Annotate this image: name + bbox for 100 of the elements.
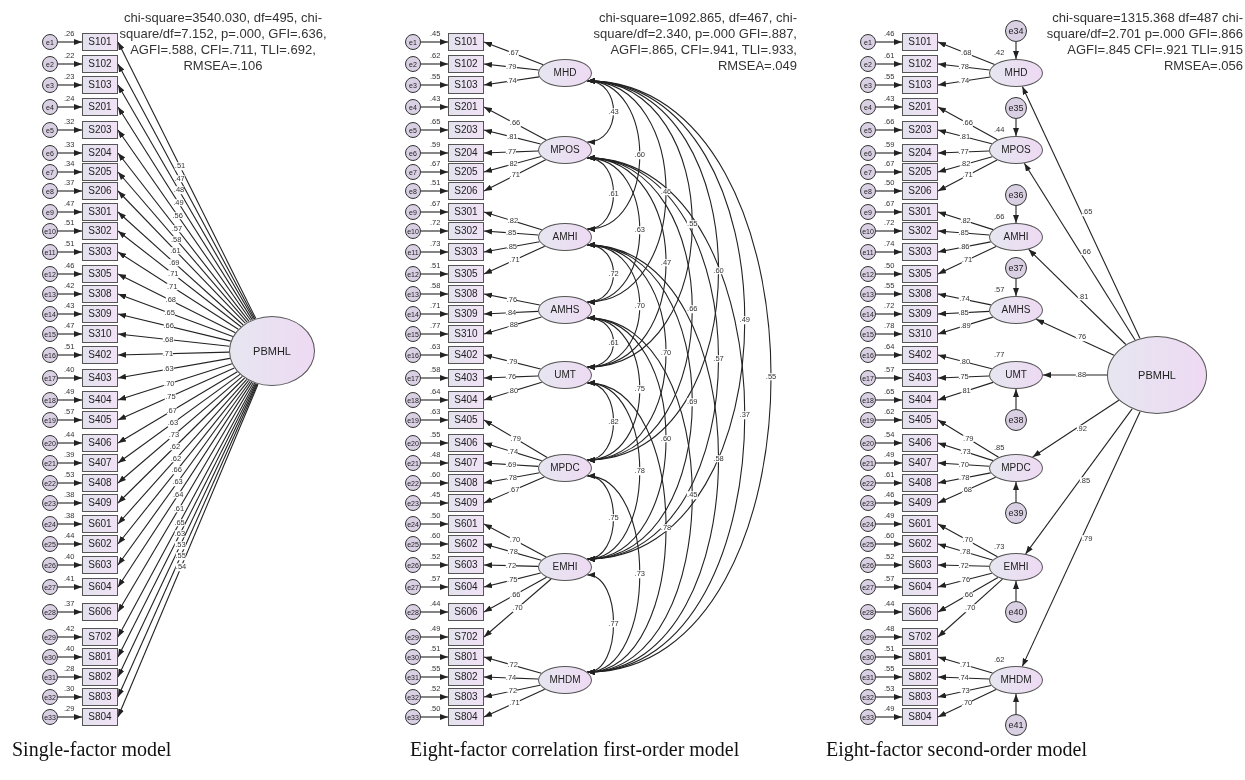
arrow [483,578,552,638]
arrow [420,82,449,88]
indicator-box: S201 [902,98,938,116]
indicator-box: S601 [902,515,938,533]
factor-ellipse: AMHS [989,296,1043,324]
indicator-box: S802 [448,668,484,686]
arrow [937,149,990,156]
indicator-box: S408 [902,474,938,492]
indicator-box: S206 [82,182,118,200]
indicator-box: S405 [82,411,118,429]
arrow [875,609,903,615]
error-circle: e35 [1005,97,1027,119]
error-circle: e37 [1005,257,1027,279]
arrow [420,541,449,547]
factor-ellipse: AMHS [538,296,592,324]
indicator-box: S801 [448,648,484,666]
indicator-box: S602 [448,535,484,553]
arrow [1013,205,1019,224]
arrow [937,523,999,558]
indicator-box: S601 [82,515,118,533]
indicator-box: S802 [82,668,118,686]
arrow [57,460,83,466]
factor-ellipse: MHDM [989,666,1043,694]
indicator-box: S405 [448,411,484,429]
indicator-box: S606 [82,603,118,621]
arrow [420,61,449,67]
arrow [117,375,243,484]
arrow [875,714,903,720]
indicator-box: S303 [902,243,938,261]
arrow [875,209,903,215]
arrow [420,150,449,156]
indicator-box: S102 [82,55,118,73]
arrow [937,688,997,718]
arrow [57,352,83,358]
error-circle: e39 [1005,502,1027,524]
arrow [875,674,903,680]
arrow [117,367,235,421]
indicator-box: S309 [82,305,118,323]
arrow [937,129,993,145]
indicator-box: S601 [448,515,484,533]
arrow [483,460,539,467]
factor-ellipse: MPDC [989,454,1043,482]
arrow [937,76,991,87]
arrow [875,375,903,381]
indicator-box: S305 [82,265,118,283]
arrow [420,521,449,527]
arrow [875,584,903,590]
arrow [483,61,540,71]
arrow [420,375,449,381]
factor-ellipse: PBMHL [1107,336,1207,414]
arrow [875,500,903,506]
arrow [875,82,903,88]
arrow [483,76,540,87]
indicator-box: S203 [82,121,118,139]
factor-ellipse: PBMHL [229,316,315,386]
arrow [875,460,903,466]
arrow [483,523,547,558]
arrow [483,292,541,306]
arrow [420,609,449,615]
arrow [57,209,83,215]
indicator-box: S409 [82,494,118,512]
arrow [483,354,542,370]
arrow [420,440,449,446]
indicator-box: S803 [448,688,484,706]
indicator-box: S403 [448,369,484,387]
arrow [57,674,83,680]
arrow [420,500,449,506]
arrow [57,150,83,156]
arrow [420,634,449,640]
indicator-box: S407 [448,454,484,472]
arrow [875,61,903,67]
arrow [875,104,903,110]
indicator-box: S101 [82,33,118,51]
caption: Single-factor model [12,738,172,761]
error-circle: e38 [1005,409,1027,431]
factor-ellipse: UMT [989,361,1043,389]
arrow [57,714,83,720]
indicator-box: S603 [902,556,938,574]
arrow [57,694,83,700]
arrow [483,684,541,699]
arrow [117,331,230,347]
arrow [420,188,449,194]
indicator-box: S408 [82,474,118,492]
factor-ellipse: MHD [538,59,592,87]
indicator-box: S801 [82,648,118,666]
indicator-box: S409 [448,494,484,512]
indicator-box: S602 [82,535,118,553]
arrow [57,228,83,234]
arrow [420,39,449,45]
indicator-box: S408 [448,474,484,492]
arrow [420,228,449,234]
indicator-box: S302 [82,222,118,240]
indicator-box: S201 [82,98,118,116]
indicator-box: S102 [448,55,484,73]
arrow [875,654,903,660]
arrow [57,584,83,590]
fit-statistics-text: chi-square=1315.368 df=487 chi-square/df=2.701 p=.000 GFI=.866 AGFI=.845 CFI=.921 TLI=.915 RMSEA=.056 [1045,10,1243,74]
arrow [57,440,83,446]
indicator-box: S103 [448,76,484,94]
indicator-box: S702 [82,628,118,646]
